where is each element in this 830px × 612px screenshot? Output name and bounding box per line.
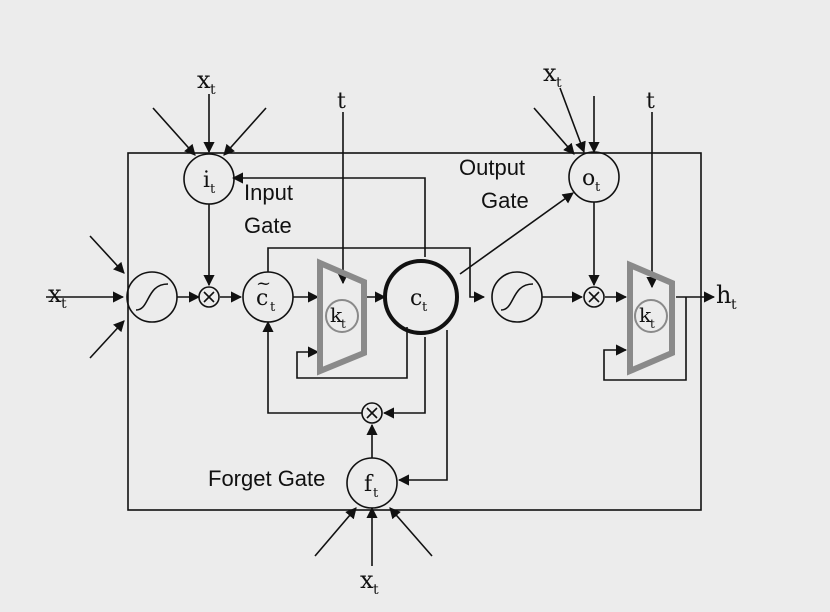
input-gate-node: i t <box>183 153 235 205</box>
multiply-forget <box>361 402 383 424</box>
svg-text:h: h <box>716 281 731 309</box>
svg-text:t: t <box>373 582 379 598</box>
svg-text:x: x <box>543 59 557 87</box>
svg-text:k: k <box>639 303 652 327</box>
k-block-output: k t <box>627 260 675 376</box>
time-input-label-2: t <box>646 89 655 114</box>
cell-state-node: c t <box>383 259 459 335</box>
input-xt-output-label: x t <box>543 59 562 91</box>
svg-text:t: t <box>422 300 428 315</box>
svg-text:f: f <box>364 472 374 497</box>
forget-gate-node: f t <box>346 457 398 509</box>
multiply-input <box>198 286 220 308</box>
output-gate-label-line2: Gate <box>481 188 529 213</box>
input-gate-label-line2: Gate <box>244 213 292 238</box>
time-input-label-1: t <box>337 89 346 114</box>
svg-text:t: t <box>595 180 601 195</box>
sigmoid-activation-input <box>126 271 178 323</box>
svg-text:c: c <box>256 286 268 311</box>
svg-text:t: t <box>556 75 562 91</box>
svg-text:t: t <box>270 300 276 315</box>
input-xt-left-label: x t <box>48 280 67 312</box>
input-xt-top-label: x t <box>197 66 216 98</box>
svg-text:t: t <box>61 296 67 312</box>
input-xt-bottom-label: x t <box>360 566 379 598</box>
svg-text:c: c <box>410 286 422 311</box>
svg-text:t: t <box>373 486 379 501</box>
cell-boundary <box>127 152 702 511</box>
connections <box>46 87 716 566</box>
output-ht-label: h t <box>716 281 737 313</box>
svg-text:x: x <box>48 280 62 308</box>
svg-text:t: t <box>731 297 737 313</box>
svg-text:t: t <box>650 317 655 331</box>
svg-text:x: x <box>360 566 374 594</box>
svg-text:t: t <box>210 182 216 197</box>
svg-text:t: t <box>210 82 216 98</box>
k-block-cell: k t <box>317 258 367 376</box>
multiply-output <box>583 286 605 308</box>
forget-gate-label: Forget Gate <box>208 466 325 491</box>
svg-text:k: k <box>330 303 343 327</box>
output-gate-node: o t <box>568 151 620 203</box>
svg-text:o: o <box>582 166 595 191</box>
svg-text:x: x <box>197 66 211 94</box>
input-gate-label-line1: Input <box>244 180 293 205</box>
svg-text:~: ~ <box>256 273 271 294</box>
sigmoid-activation-output <box>491 271 543 323</box>
svg-text:t: t <box>341 317 346 331</box>
output-gate-label-line1: Output <box>459 155 525 180</box>
svg-text:i: i <box>203 168 210 193</box>
candidate-cell-node: c ~ t <box>242 271 294 323</box>
